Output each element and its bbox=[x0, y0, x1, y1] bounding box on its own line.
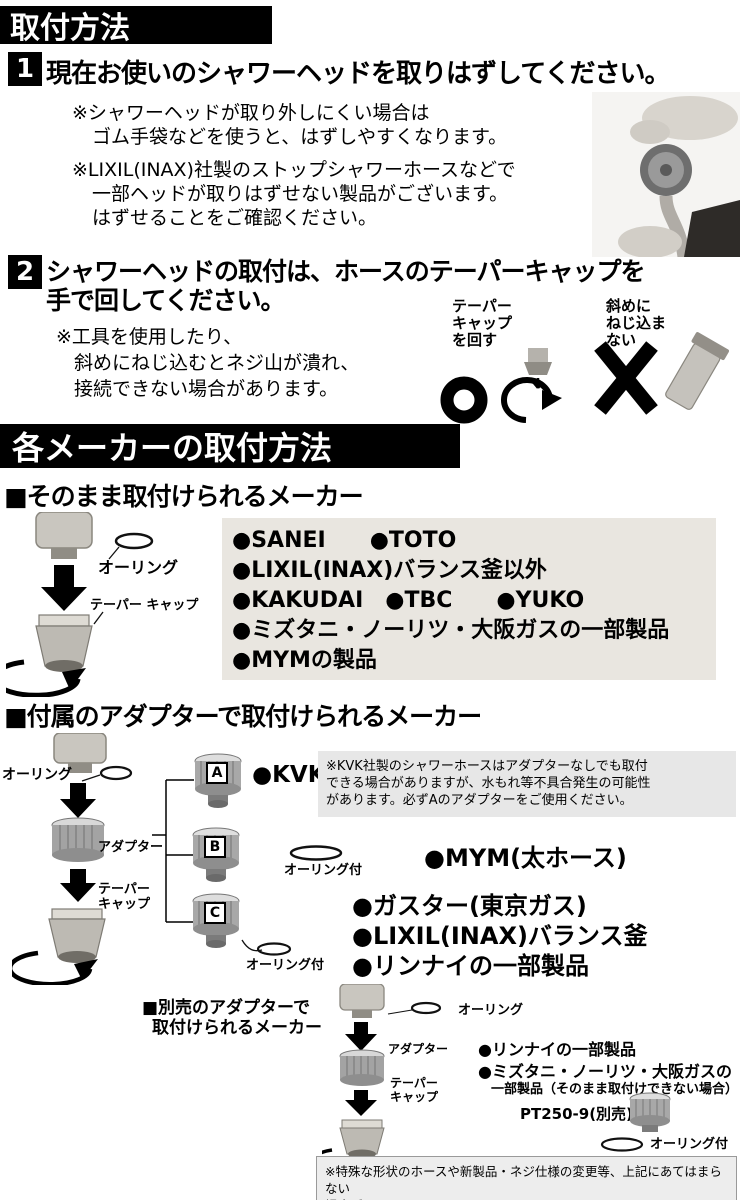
step2-number: 2 bbox=[15, 257, 35, 287]
included-adapter-label: アダプター bbox=[98, 840, 164, 855]
separate-adapter-diagram bbox=[322, 984, 442, 1160]
step1-number: 1 bbox=[15, 54, 35, 84]
step1-note1-line1: ※シャワーヘッドが取り外しにくい場合は bbox=[72, 102, 430, 124]
maker-gastar: ●ガスター(東京ガス) bbox=[352, 892, 587, 920]
maker-kvk-text: ●KVK bbox=[252, 762, 326, 788]
step2-note-line1: ※工具を使用したり、 bbox=[56, 326, 243, 348]
makers-section-banner: 各メーカーの取付方法 bbox=[0, 424, 460, 468]
direct-maker-line4: ●ミズタニ・ノーリツ・大阪ガスの一部製品 bbox=[232, 618, 670, 643]
direct-maker-line5: ●MYMの製品 bbox=[232, 648, 377, 673]
separate-maker-line3: 一部製品（そのまま取付けできない場合） bbox=[478, 1082, 739, 1097]
oring-c-label: オーリング付 bbox=[246, 958, 325, 973]
direct-oring-label: オーリング bbox=[98, 558, 179, 577]
step1-note1-line2: ゴム手袋などを使うと、はずしやすくなります。 bbox=[92, 126, 508, 148]
taper-cap-rotate-label-line3: を回す bbox=[452, 331, 498, 349]
taper-cap-rotate-label: テーパー キャップ を回す bbox=[452, 298, 512, 349]
maker-rinnai: ●リンナイの一部製品 bbox=[352, 952, 589, 980]
footer-note-line2: 場合が bbox=[325, 1197, 728, 1200]
adapter-c-letter: C bbox=[209, 905, 221, 921]
step1-note2-line2: 一部ヘッドが取りはずせない製品がございます。 bbox=[92, 183, 509, 205]
included-cap-label-line2: キャップ bbox=[98, 897, 151, 912]
main-title-banner: 取付方法 bbox=[0, 6, 272, 46]
separate-maker-line2: ●ミズタニ・ノーリツ・大阪ガスの bbox=[478, 1062, 732, 1081]
footer-note-line1: ※特殊な形状のホースや新製品・ネジ仕様の変更等、上記にあてはまらない bbox=[325, 1164, 722, 1196]
kvk-note-line2: できる場合がありますが、水もれ等不具合発生の可能性 bbox=[326, 776, 651, 791]
included-cap-label-line1: テーパー bbox=[98, 882, 150, 897]
step1-note2-line1: ※LIXIL(INAX)社製のストップシャワーホースなどで bbox=[72, 159, 516, 181]
no-angled-screw-label: 斜めに ねじ込ま ない bbox=[606, 298, 666, 349]
included-adapter-diagram bbox=[12, 733, 133, 985]
separate-heading-line1: ■別売のアダプターで bbox=[142, 998, 311, 1018]
direct-makers-box: ●SANEI ●TOTO ●LIXIL(INAX)バランス釜以外 ●KAKUDA… bbox=[222, 518, 716, 680]
adapter-a-letter-badge: A bbox=[206, 762, 228, 784]
main-title: 取付方法 bbox=[10, 11, 130, 46]
rotate-cap-diagram bbox=[440, 348, 562, 424]
oring-b-image bbox=[289, 845, 343, 861]
taper-cap-rotate-label-line1: テーパー bbox=[452, 297, 512, 315]
angled-screw-x-diagram bbox=[594, 332, 729, 415]
separate-part-number: PT250-9(別売) bbox=[520, 1105, 633, 1123]
direct-install-heading: ■そのまま取付けられるメーカー bbox=[4, 482, 364, 511]
maker-kvk: ●KVK※ bbox=[252, 762, 338, 788]
makers-section-title: 各メーカーの取付方法 bbox=[12, 429, 333, 467]
separate-heading-line2: 取付けられるメーカー bbox=[152, 1018, 322, 1038]
separate-oring-image bbox=[600, 1137, 644, 1152]
step2-number-badge: 2 bbox=[8, 255, 42, 289]
step2-heading-line1: シャワーヘッドの取付は、ホースのテーパーキャップを bbox=[46, 257, 646, 286]
adapter-c-letter-badge: C bbox=[204, 902, 226, 924]
step1-heading: 現在お使いのシャワーヘッドを取りはずしてください。 bbox=[46, 59, 670, 89]
separate-oring-note: オーリング付 bbox=[650, 1137, 729, 1152]
oring-b-label: オーリング付 bbox=[284, 863, 363, 878]
step2-heading-line2: 手で回してください。 bbox=[46, 286, 286, 315]
included-adapter-heading: ■付属のアダプターで取付けられるメーカー bbox=[4, 702, 482, 731]
adapter-a-image bbox=[194, 753, 242, 808]
adapter-a-letter: A bbox=[211, 765, 223, 781]
direct-install-diagram bbox=[6, 512, 154, 697]
oring-c-image bbox=[241, 939, 292, 956]
remove-shower-head-photo bbox=[592, 92, 740, 257]
adapter-b-letter-badge: B bbox=[204, 836, 226, 858]
step1-note2-line3: はずせることをご確認ください。 bbox=[92, 207, 378, 229]
maker-mym: ●MYM(太ホース) bbox=[424, 844, 627, 872]
step1-number-badge: 1 bbox=[8, 52, 42, 86]
kvk-note-line3: があります。必ずAのアダプターをご使用ください。 bbox=[326, 793, 633, 808]
direct-maker-line3: ●KAKUDAI ●TBC ●YUKO bbox=[232, 588, 585, 613]
maker-lixil-balance: ●LIXIL(INAX)バランス釜 bbox=[352, 922, 648, 950]
no-angled-screw-label-line2: ねじ込ま bbox=[606, 314, 667, 332]
separate-oring-label: オーリング bbox=[458, 1003, 524, 1018]
kvk-note-line1: ※KVK社製のシャワーホースはアダプターなしでも取付 bbox=[326, 759, 648, 774]
no-angled-screw-label-line1: 斜めに bbox=[606, 297, 652, 315]
no-angled-screw-label-line3: ない bbox=[606, 331, 637, 349]
included-oring-label: オーリング bbox=[2, 767, 72, 783]
kvk-note-box: ※KVK社製のシャワーホースはアダプターなしでも取付 できる場合がありますが、水… bbox=[318, 751, 736, 817]
direct-maker-line2: ●LIXIL(INAX)バランス釜以外 bbox=[232, 558, 547, 583]
separate-cap-label-line1: テーパー bbox=[390, 1076, 438, 1090]
footer-note-box: ※特殊な形状のホースや新製品・ネジ仕様の変更等、上記にあてはまらない 場合が bbox=[316, 1156, 737, 1200]
separate-maker-line1: ●リンナイの一部製品 bbox=[478, 1040, 636, 1059]
step2-note-line2: 斜めにねじ込むとネジ山が潰れ、 bbox=[74, 352, 360, 374]
direct-taper-cap-label: テーパー キャップ bbox=[90, 598, 199, 613]
adapter-rows-bracket bbox=[152, 779, 194, 923]
step2-note-line3: 接続できない場合があります。 bbox=[74, 378, 339, 400]
separate-cap-label-line2: キャップ bbox=[390, 1090, 439, 1104]
pt250-adapter-image bbox=[629, 1092, 671, 1132]
taper-cap-rotate-label-line2: キャップ bbox=[452, 314, 513, 332]
direct-maker-line1: ●SANEI ●TOTO bbox=[232, 528, 457, 553]
adapter-b-letter: B bbox=[209, 839, 221, 855]
separate-adapter-label: アダプター bbox=[388, 1042, 449, 1056]
